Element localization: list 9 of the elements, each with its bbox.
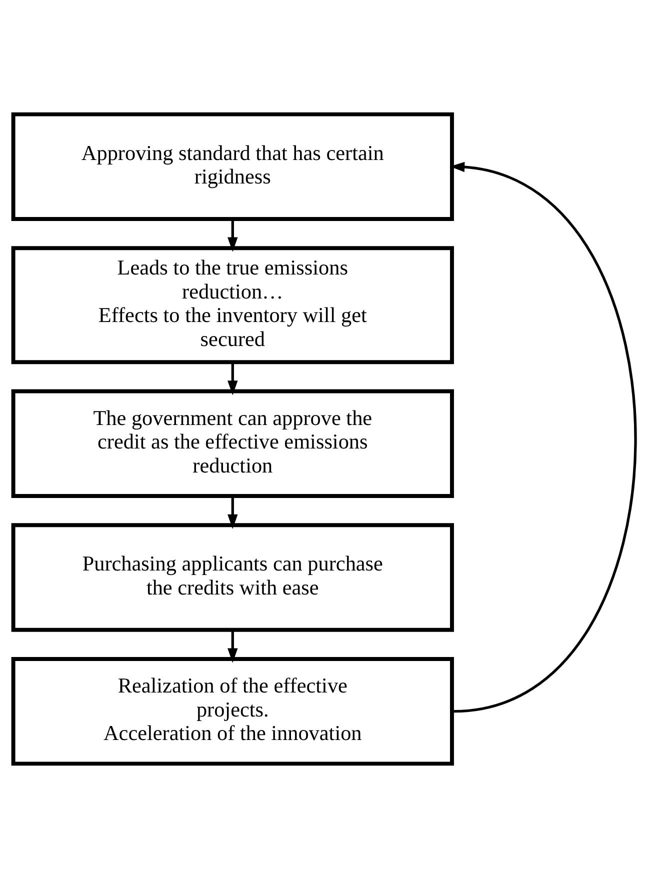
arrow: [228, 218, 238, 252]
node-box: The government can approve the credit as the effective emissions reduction: [11, 388, 454, 498]
arrow: [228, 362, 238, 395]
node-box: Realization of the effective projects. Acceleration of the innovation: [11, 656, 454, 766]
node-box: Purchasing applicants can purchase the credits with ease: [11, 522, 454, 632]
node-box: Approving standard that has certain rigidness: [11, 112, 454, 220]
arrow: [228, 629, 238, 662]
arrow: [228, 496, 238, 528]
node-box: Leads to the true emissions reduction… Effects to the inventory will get secured: [11, 246, 454, 364]
